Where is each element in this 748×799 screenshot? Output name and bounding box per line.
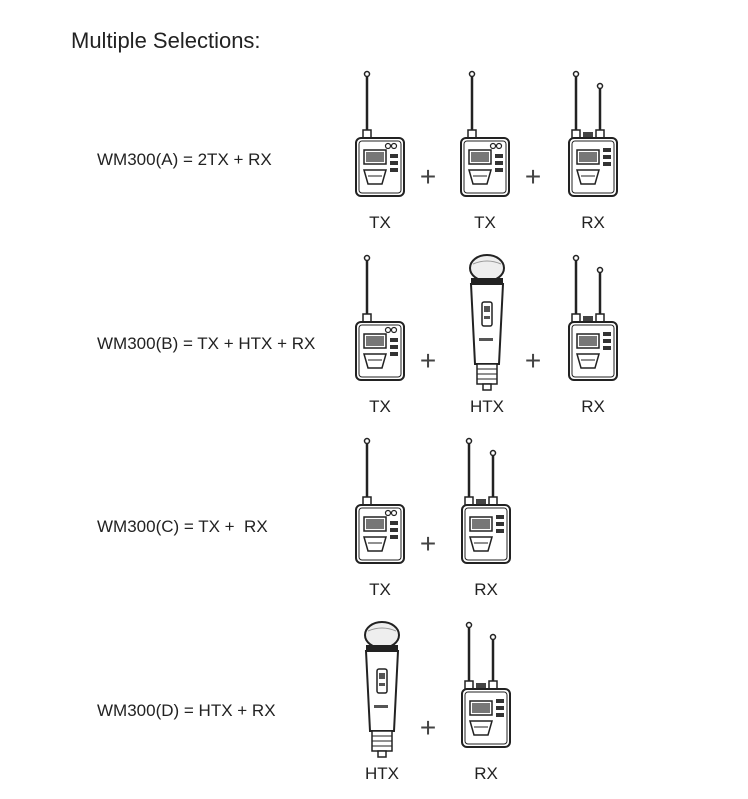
formula-label: WM300(A) = 2TX + RX <box>97 150 272 169</box>
receiver-icon: RX <box>446 621 526 783</box>
plus-sign: + <box>419 161 437 192</box>
device-label: RX <box>581 397 605 416</box>
handheld-microphone-icon: HTX <box>447 254 527 416</box>
receiver-icon: RX <box>553 254 633 416</box>
device-label: TX <box>369 213 391 232</box>
bodypack-transmitter-icon: TX <box>340 70 420 232</box>
receiver-icon: RX <box>553 70 633 232</box>
plus-sign: + <box>419 712 437 743</box>
device-label: TX <box>369 397 391 416</box>
handheld-microphone-icon: HTX <box>342 621 422 783</box>
plus-sign: + <box>419 528 437 559</box>
selection-row-a: WM300(A) = 2TX + RX TX + TX + RX <box>0 70 748 240</box>
device-label: TX <box>474 213 496 232</box>
bodypack-transmitter-icon: TX <box>445 70 525 232</box>
device-label: TX <box>369 580 391 599</box>
receiver-icon: RX <box>446 437 526 599</box>
bodypack-transmitter-icon: TX <box>340 437 420 599</box>
device-label: RX <box>474 764 498 783</box>
plus-sign: + <box>524 161 542 192</box>
formula-label: WM300(C) = TX + RX <box>97 517 268 536</box>
selection-row-d: WM300(D) = HTX + RX HTX + RX <box>0 621 748 791</box>
formula-label: WM300(B) = TX + HTX + RX <box>97 334 316 353</box>
device-label: RX <box>474 580 498 599</box>
plus-sign: + <box>419 345 437 376</box>
formula-label: WM300(D) = HTX + RX <box>97 701 276 720</box>
device-label: RX <box>581 213 605 232</box>
device-label: HTX <box>470 397 504 416</box>
page-title: Multiple Selections: <box>71 28 261 53</box>
plus-sign: + <box>524 345 542 376</box>
selection-row-c: WM300(C) = TX + RX TX + RX <box>0 437 748 607</box>
bodypack-transmitter-icon: TX <box>340 254 420 416</box>
device-label: HTX <box>365 764 399 783</box>
selection-row-b: WM300(B) = TX + HTX + RX TX + HTX + RX <box>0 254 748 424</box>
